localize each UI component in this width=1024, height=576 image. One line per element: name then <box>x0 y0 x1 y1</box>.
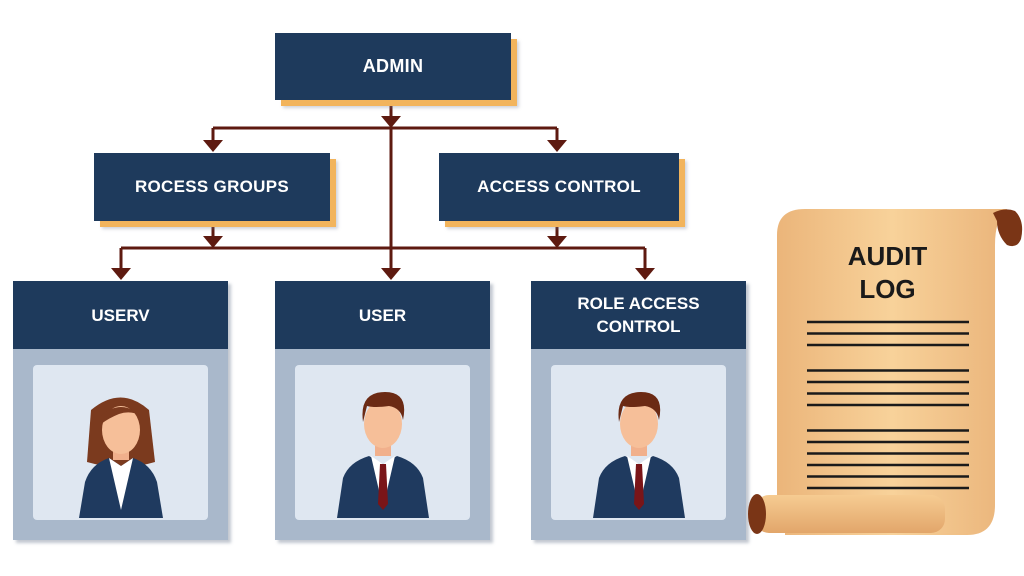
card-label: USERV <box>91 305 150 325</box>
arrowhead-process-down <box>203 236 223 248</box>
arrowhead-access-down <box>547 236 567 248</box>
scroll-top-curl <box>993 209 1023 247</box>
access-control-label: ACCESS CONTROL <box>477 177 641 196</box>
scroll-bottom-roll <box>755 495 945 533</box>
avatar-frame <box>33 365 208 520</box>
scroll-bottom-end <box>748 494 766 534</box>
male-user-icon <box>592 392 685 518</box>
admin-node[interactable]: ADMIN <box>275 33 511 100</box>
audit-log-title-line2: LOG <box>859 274 916 304</box>
process-groups-node[interactable]: ROCESS GROUPS <box>94 153 330 221</box>
avatar-frame <box>551 365 726 520</box>
female-user-icon <box>78 397 163 518</box>
process-groups-label: ROCESS GROUPS <box>134 177 290 196</box>
arrowhead-card3 <box>635 268 655 280</box>
user-card-role-access-control[interactable]: ROLE ACCESS CONTROL <box>531 281 746 540</box>
user-card-userv[interactable]: USERV <box>13 281 228 540</box>
audit-log-title: AUDIT LOG <box>800 240 975 306</box>
audit-log-title-line1: AUDIT <box>847 241 928 271</box>
arrowhead-process <box>203 140 223 152</box>
audit-log-scroll[interactable] <box>745 205 1024 540</box>
avatar-frame <box>295 365 470 520</box>
arrowhead-card1 <box>111 268 131 280</box>
card-label: USER <box>358 305 407 325</box>
card-header: ROLE ACCESS CONTROL <box>531 281 746 349</box>
arrowhead-admin <box>381 116 401 128</box>
male-user-icon <box>336 392 429 518</box>
card-header: USER <box>275 281 490 349</box>
card-header: USERV <box>13 281 228 349</box>
arrowhead-access <box>547 140 567 152</box>
card-label: ROLE ACCESS CONTROL <box>577 294 700 336</box>
audit-log-lines <box>807 320 969 490</box>
access-control-node[interactable]: ACCESS CONTROL <box>439 153 679 221</box>
admin-label: ADMIN <box>362 56 424 76</box>
arrowhead-card2 <box>381 268 401 280</box>
user-card-user[interactable]: USER <box>275 281 490 540</box>
